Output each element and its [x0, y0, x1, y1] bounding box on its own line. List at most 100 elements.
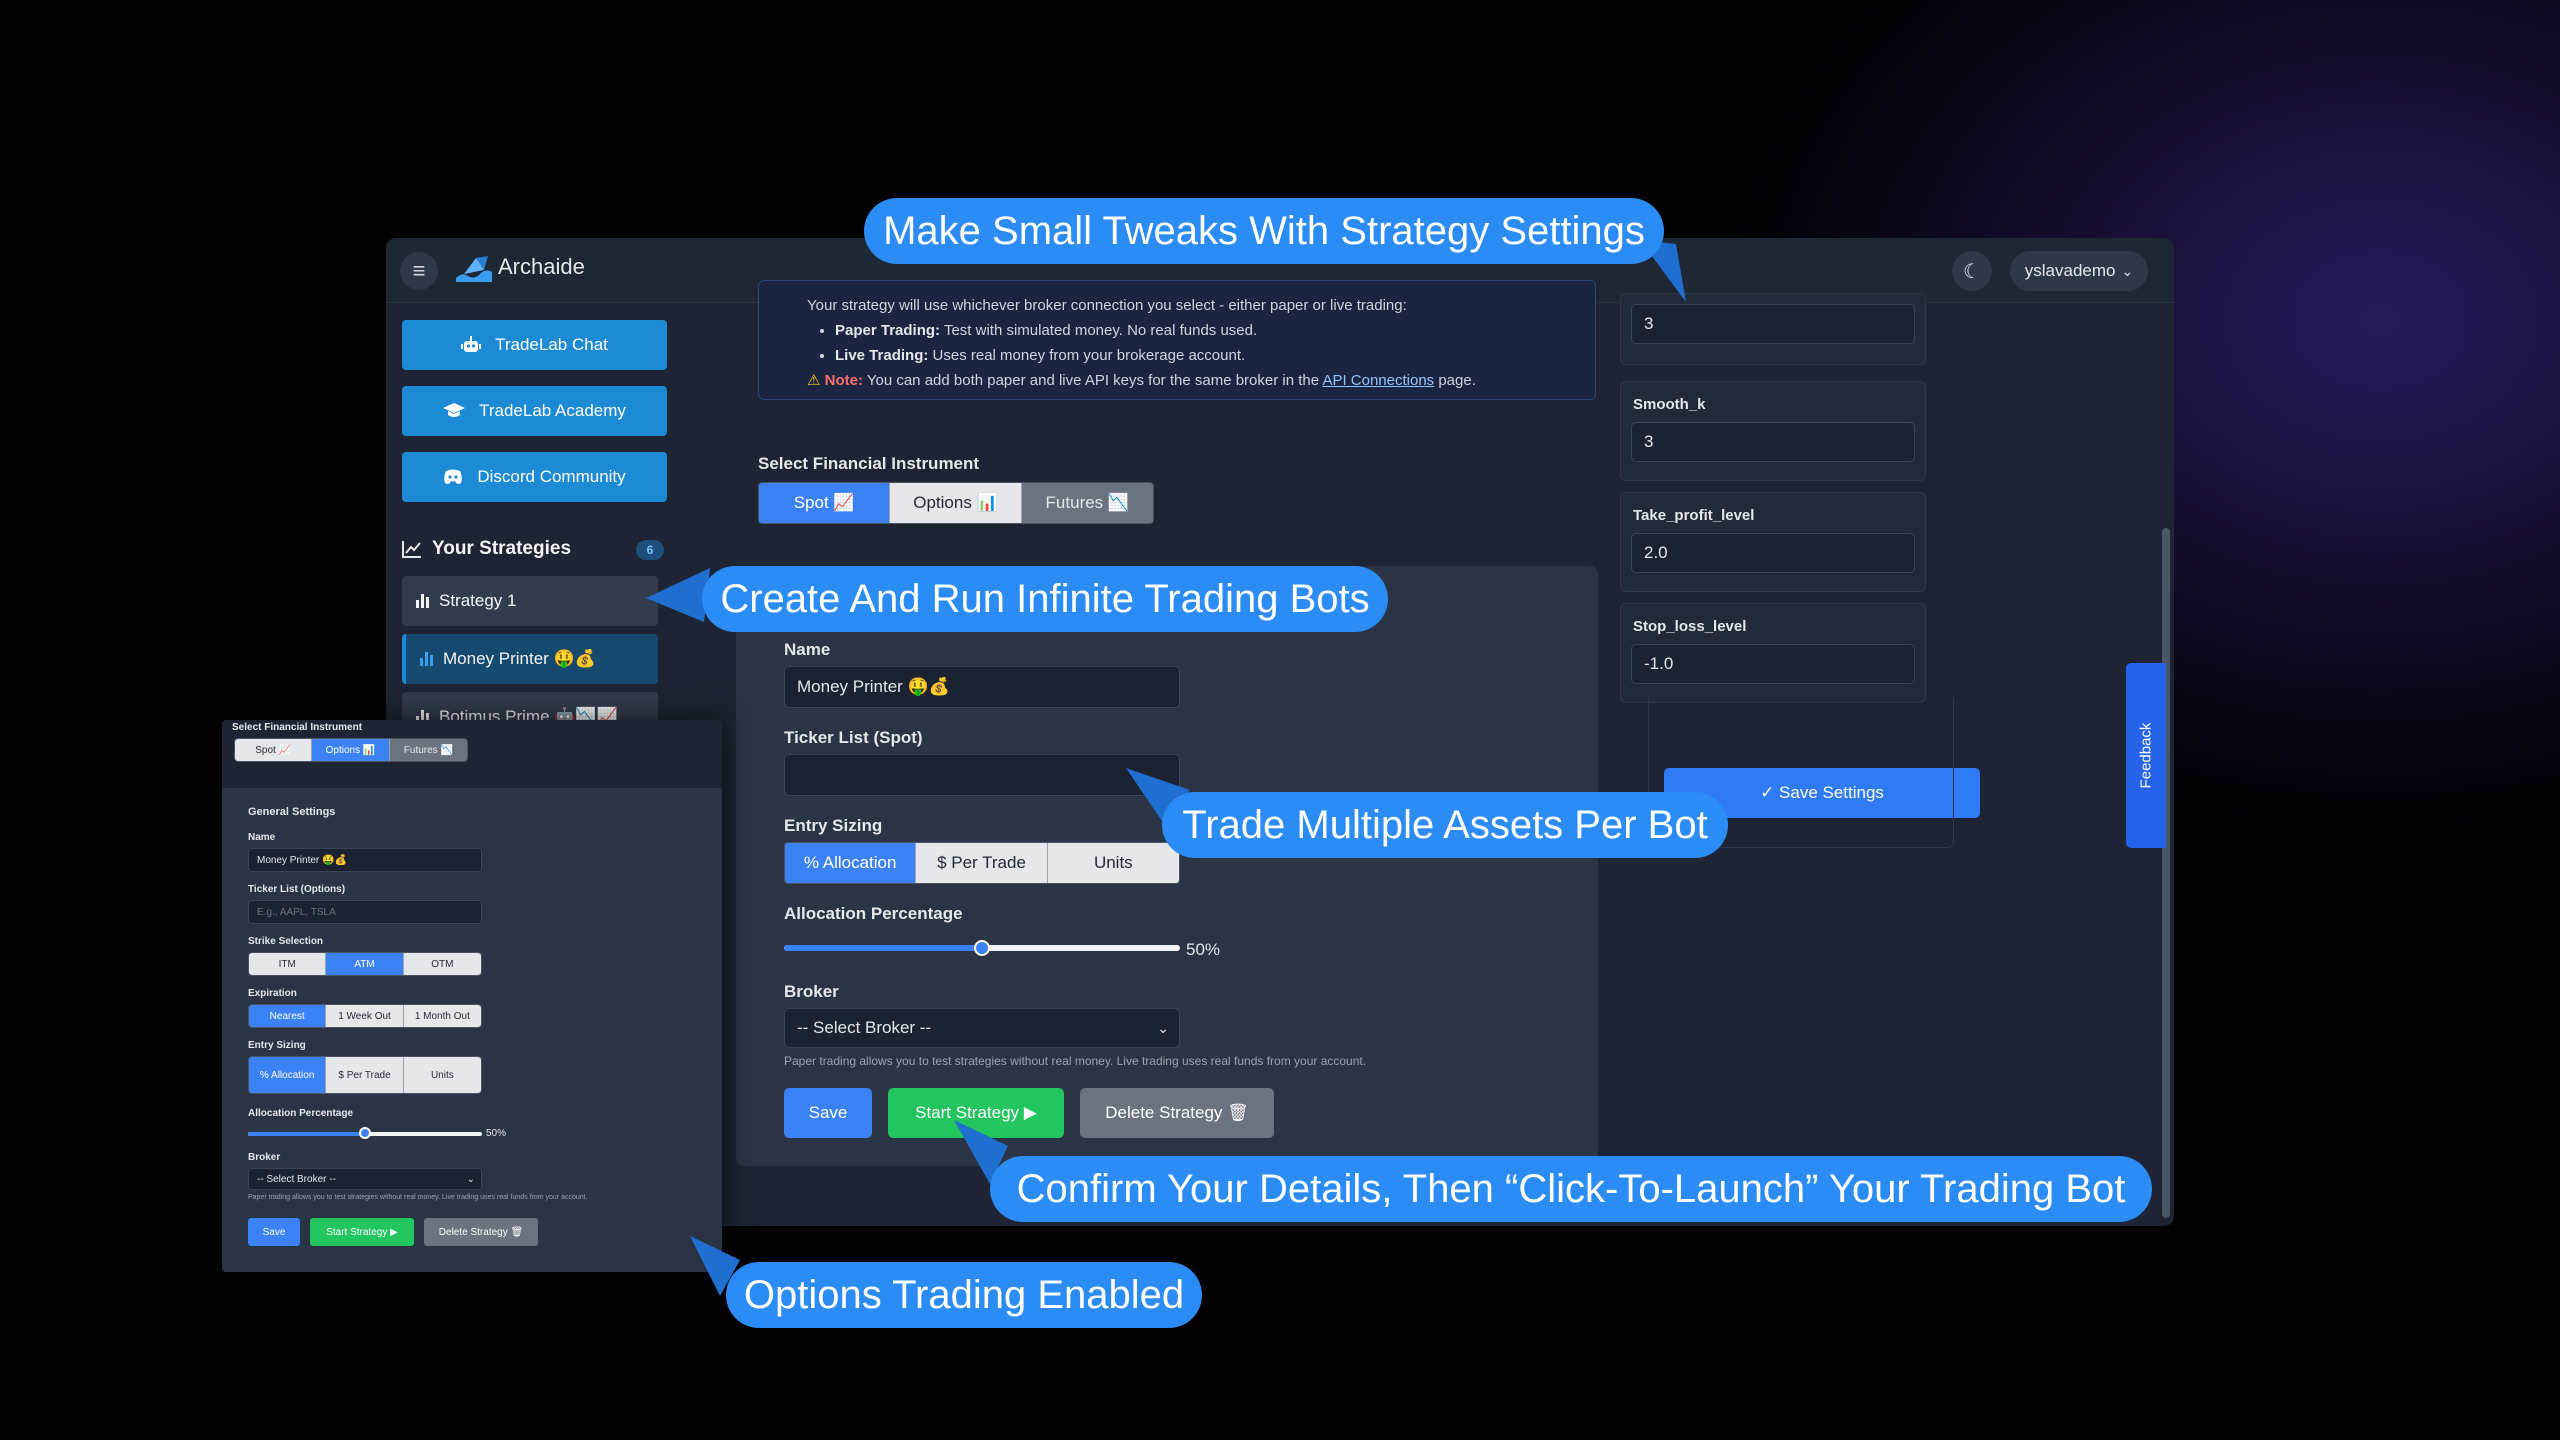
- menu-icon[interactable]: ≡: [400, 252, 438, 290]
- bar-chart-icon: [420, 652, 433, 666]
- chevron-down-icon: ⌄: [466, 1173, 475, 1185]
- expiration-label: Expiration: [248, 988, 297, 999]
- mini-ticker-input[interactable]: E.g., AAPL, TSLA: [248, 900, 482, 924]
- sizing-per-trade[interactable]: $ Per Trade: [916, 843, 1048, 883]
- warning-icon: ⚠: [807, 372, 821, 389]
- api-connections-link[interactable]: API Connections: [1322, 372, 1435, 389]
- instrument-label: Select Financial Instrument: [758, 454, 980, 473]
- app-window: ≡ Archaide ☾ yslavademo ⌄ TradeLab Chat …: [386, 238, 2174, 1226]
- ticker-input[interactable]: [784, 754, 1180, 796]
- mini-sizing-selector: % Allocation $ Per Trade Units: [248, 1056, 482, 1094]
- mini-delete-button[interactable]: Delete Strategy 🗑: [424, 1218, 538, 1246]
- discord-community-button[interactable]: Discord Community: [402, 452, 667, 502]
- mini-start-button[interactable]: Start Strategy ▶: [310, 1218, 414, 1246]
- stop-loss-input[interactable]: -1.0: [1631, 644, 1915, 684]
- discord-icon: [444, 469, 463, 484]
- mini-allocation-handle[interactable]: [359, 1127, 371, 1139]
- setting-group: Take_profit_level 2.0: [1620, 492, 1926, 592]
- expiration-nearest[interactable]: Nearest: [249, 1005, 327, 1027]
- broker-select[interactable]: -- Select Broker -- ⌄: [784, 1008, 1180, 1048]
- setting-group: Stop_loss_level -1.0: [1620, 603, 1926, 703]
- allocation-slider-handle[interactable]: [974, 940, 990, 956]
- take-profit-input[interactable]: 2.0: [1631, 533, 1915, 573]
- moon-icon: ☾: [1963, 260, 1981, 283]
- setting-label-stop-loss: Stop_loss_level: [1633, 618, 1747, 635]
- instrument-futures[interactable]: Futures 📉: [1021, 483, 1153, 523]
- sizing-units[interactable]: Units: [1047, 843, 1179, 883]
- name-input[interactable]: Money Printer 🤑💰: [784, 666, 1180, 708]
- strategy-label: Money Printer 🤑💰: [443, 649, 596, 668]
- options-form-window: Select Financial Instrument Spot 📈 Optio…: [222, 720, 722, 1272]
- robot-icon: [461, 336, 482, 352]
- chart-line-icon: [402, 541, 421, 558]
- logo-icon: [456, 256, 492, 282]
- scrollbar[interactable]: [2162, 528, 2170, 1218]
- tradelab-academy-button[interactable]: TradeLab Academy: [402, 386, 667, 436]
- strategy-item[interactable]: Strategy 1: [402, 576, 658, 626]
- mini-instrument-futures[interactable]: Futures 📉: [389, 739, 467, 761]
- strike-atm[interactable]: ATM: [326, 953, 404, 975]
- mini-instrument-options[interactable]: Options 📊: [312, 739, 390, 761]
- strike-selection-label: Strike Selection: [248, 936, 324, 947]
- delete-strategy-button[interactable]: Delete Strategy 🗑: [1080, 1088, 1274, 1138]
- mini-allocation-label: Allocation Percentage: [248, 1108, 354, 1119]
- tradelab-chat-button[interactable]: TradeLab Chat: [402, 320, 667, 370]
- start-strategy-button[interactable]: Start Strategy ▶: [888, 1088, 1064, 1138]
- allocation-label: Allocation Percentage: [784, 904, 963, 923]
- strategies-heading: Your Strategies: [402, 538, 571, 560]
- expiration-month[interactable]: 1 Month Out: [403, 1005, 481, 1027]
- sizing-allocation[interactable]: % Allocation: [785, 843, 917, 883]
- graduation-cap-icon: [443, 403, 466, 417]
- brand-name[interactable]: Archaide: [498, 254, 585, 279]
- mini-allocation-fill: [248, 1132, 365, 1136]
- mini-instrument-spot[interactable]: Spot 📈: [235, 739, 313, 761]
- instrument-options[interactable]: Options 📊: [890, 483, 1022, 523]
- mini-save-button[interactable]: Save: [248, 1218, 300, 1246]
- theme-toggle-button[interactable]: ☾: [1952, 251, 1992, 291]
- mini-broker-select[interactable]: -- Select Broker -- ⌄: [248, 1168, 482, 1190]
- setting-label-take-profit: Take_profit_level: [1633, 507, 1755, 524]
- name-label: Name: [784, 640, 831, 659]
- mini-instrument-label: Select Financial Instrument: [232, 722, 363, 733]
- strategy-item-active[interactable]: Money Printer 🤑💰: [402, 634, 658, 684]
- mini-sizing-label: Entry Sizing: [248, 1040, 306, 1051]
- username: yslavademo: [2024, 261, 2116, 280]
- setting-input[interactable]: 3: [1631, 304, 1915, 344]
- strike-itm[interactable]: ITM: [249, 953, 327, 975]
- feedback-tab[interactable]: Feedback: [2126, 663, 2166, 848]
- chevron-down-icon: ⌄: [1157, 1019, 1169, 1036]
- ticker-label: Ticker List (Spot): [784, 728, 923, 747]
- callout-options-trading: Options Trading Enabled: [726, 1262, 1202, 1328]
- strike-selector: ITM ATM OTM: [248, 952, 482, 976]
- mini-name-input[interactable]: Money Printer 🤑💰: [248, 848, 482, 872]
- info-live: Live Trading: Uses real money from your …: [835, 343, 1547, 368]
- entry-sizing-label: Entry Sizing: [784, 816, 883, 835]
- discord-community-label: Discord Community: [477, 467, 626, 486]
- mini-name-label: Name: [248, 832, 276, 843]
- mini-sizing-per-trade[interactable]: $ Per Trade: [326, 1057, 404, 1093]
- strategies-title: Your Strategies: [432, 538, 572, 559]
- mini-instrument-selector: Spot 📈 Options 📊 Futures 📉: [234, 738, 468, 762]
- strategy-settings-panel: 3 Smooth_k 3 Take_profit_level 2.0 Stop_…: [1620, 293, 1980, 1015]
- broker-select-value: -- Select Broker --: [797, 1018, 932, 1037]
- setting-label-smooth-k: Smooth_k: [1633, 396, 1706, 413]
- allocation-value: 50%: [1186, 940, 1221, 959]
- strike-otm[interactable]: OTM: [403, 953, 481, 975]
- setting-group: Smooth_k 3: [1620, 381, 1926, 481]
- save-settings-button[interactable]: ✓ Save Settings: [1664, 768, 1980, 818]
- user-menu-button[interactable]: yslavademo ⌄: [2010, 251, 2148, 291]
- expiration-week[interactable]: 1 Week Out: [326, 1005, 404, 1027]
- broker-label: Broker: [784, 982, 839, 1001]
- mini-sizing-units[interactable]: Units: [403, 1057, 481, 1093]
- callout-multiple-assets: Trade Multiple Assets Per Bot: [1162, 792, 1728, 858]
- mini-allocation-value: 50%: [486, 1128, 507, 1139]
- mini-ticker-label: Ticker List (Options): [248, 884, 346, 895]
- broker-info-alert: Your strategy will use whichever broker …: [758, 280, 1596, 400]
- mini-sizing-allocation[interactable]: % Allocation: [249, 1057, 327, 1093]
- smooth-k-input[interactable]: 3: [1631, 422, 1915, 462]
- broker-help-text: Paper trading allows you to test strateg…: [784, 1054, 1367, 1068]
- instrument-spot[interactable]: Spot 📈: [759, 483, 891, 523]
- save-button[interactable]: Save: [784, 1088, 872, 1138]
- general-settings-title: General Settings: [248, 806, 336, 818]
- setting-group: 3: [1620, 293, 1926, 365]
